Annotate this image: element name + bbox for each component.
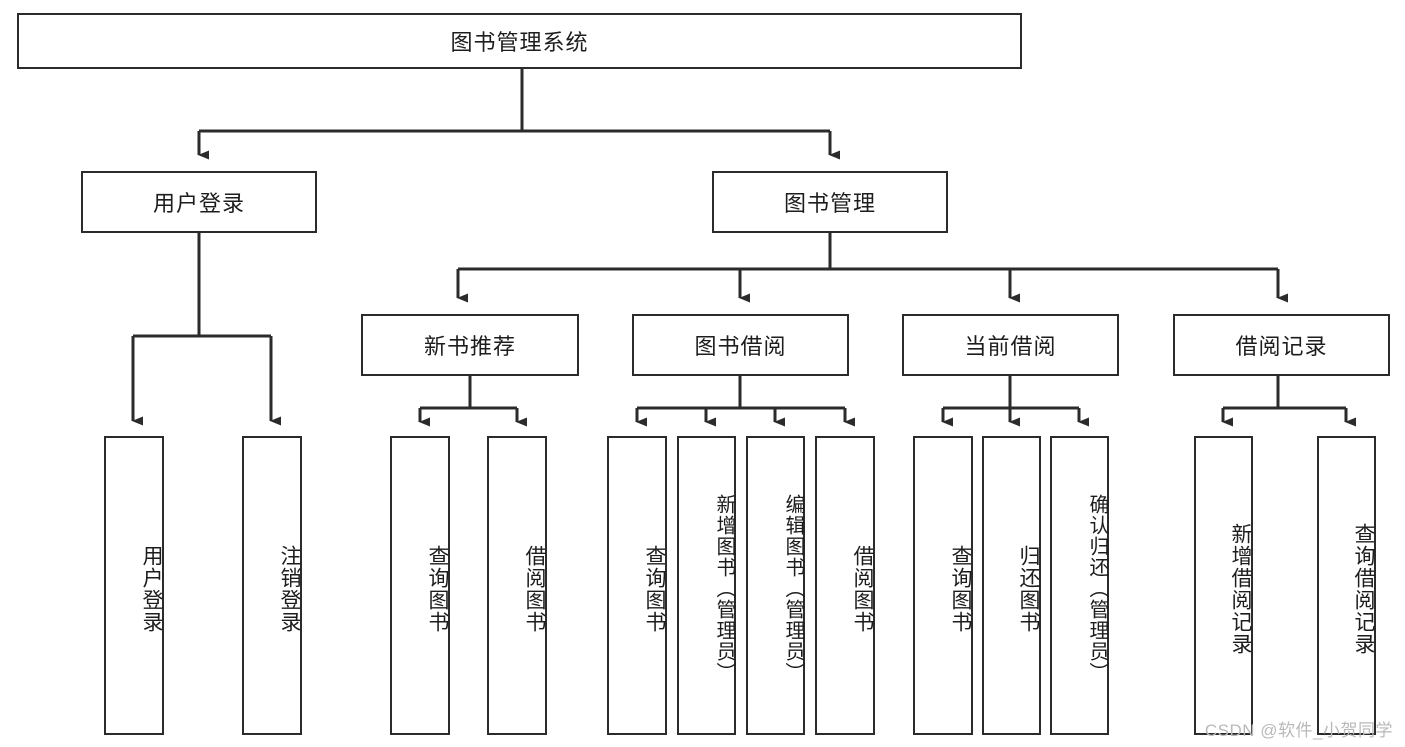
- leaf-borrow-query-book[interactable]: 查询图书: [607, 436, 667, 735]
- node-label: 新增图书（管理员）: [713, 494, 735, 683]
- leaf-user-login[interactable]: 用户登录: [104, 436, 164, 735]
- node-label: 查询图书: [949, 544, 972, 633]
- leaf-borrow-edit-book-admin[interactable]: 编辑图书（管理员）: [746, 436, 805, 735]
- node-new-book-recommend[interactable]: 新书推荐: [361, 314, 579, 376]
- leaf-current-return-book[interactable]: 归还图书: [982, 436, 1041, 735]
- leaf-recommend-borrow-book[interactable]: 借阅图书: [487, 436, 547, 735]
- node-label: 归还图书: [1017, 544, 1040, 633]
- node-label: 图书借阅: [694, 334, 787, 359]
- node-label: 图书管理: [783, 191, 876, 216]
- node-label: 用户登录: [152, 191, 245, 216]
- node-label: 确认归还（管理员）: [1086, 494, 1108, 683]
- node-label: 借阅图书: [523, 544, 546, 633]
- leaf-current-query-book[interactable]: 查询图书: [913, 436, 973, 735]
- node-current-borrow[interactable]: 当前借阅: [902, 314, 1119, 376]
- node-label: 新书推荐: [423, 334, 516, 359]
- node-label: 查询图书: [643, 544, 666, 633]
- node-label: 用户登录: [140, 544, 163, 633]
- node-book-borrow[interactable]: 图书借阅: [632, 314, 849, 376]
- node-label: 查询借阅记录: [1352, 522, 1375, 655]
- node-label: 借阅图书: [851, 544, 874, 633]
- node-label: 借阅记录: [1235, 334, 1328, 359]
- node-root-system[interactable]: 图书管理系统: [17, 13, 1022, 69]
- node-label: 注销登录: [278, 544, 301, 633]
- leaf-logout-login[interactable]: 注销登录: [242, 436, 302, 735]
- leaf-record-add-record[interactable]: 新增借阅记录: [1194, 436, 1253, 735]
- watermark: CSDN @软件_小贺同学: [1204, 721, 1393, 740]
- node-label: 图书管理系统: [450, 30, 589, 55]
- leaf-recommend-query-book[interactable]: 查询图书: [390, 436, 450, 735]
- leaf-borrow-add-book-admin[interactable]: 新增图书（管理员）: [677, 436, 736, 735]
- node-user-login[interactable]: 用户登录: [81, 171, 317, 233]
- node-label: 当前借阅: [964, 334, 1057, 359]
- node-borrow-record[interactable]: 借阅记录: [1173, 314, 1390, 376]
- node-book-management[interactable]: 图书管理: [712, 171, 948, 233]
- leaf-borrow-borrow-book[interactable]: 借阅图书: [815, 436, 875, 735]
- node-label: 新增借阅记录: [1229, 522, 1252, 655]
- leaf-current-confirm-return-admin[interactable]: 确认归还（管理员）: [1050, 436, 1109, 735]
- node-label: 编辑图书（管理员）: [782, 494, 804, 683]
- leaf-record-query-record[interactable]: 查询借阅记录: [1317, 436, 1376, 735]
- node-label: 查询图书: [426, 544, 449, 633]
